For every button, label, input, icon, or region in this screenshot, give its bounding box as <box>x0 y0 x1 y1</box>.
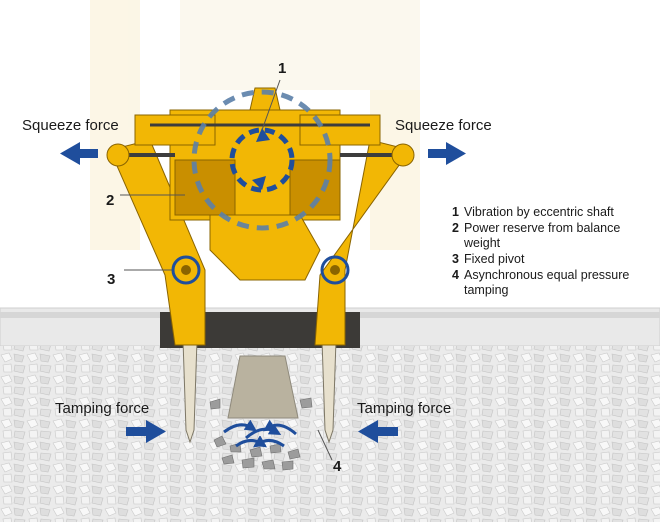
tamping-machine <box>107 88 414 345</box>
legend-item: 1 Vibration by eccentric shaft <box>452 205 657 220</box>
callout-3: 3 <box>107 271 115 288</box>
legend-item-number: 1 <box>452 205 464 220</box>
callout-2: 2 <box>106 192 114 209</box>
legend-item-text: Asynchronous equal pressure tamping <box>464 268 657 298</box>
tamping-force-left-label: Tamping force <box>55 400 149 417</box>
legend-item-number: 2 <box>452 221 464 251</box>
legend-item: 2 Power reserve from balance weight <box>452 221 657 251</box>
legend: 1 Vibration by eccentric shaft 2 Power r… <box>452 205 657 299</box>
legend-item-number: 4 <box>452 268 464 298</box>
legend-item-text: Power reserve from balance weight <box>464 221 657 251</box>
squeeze-force-right-label: Squeeze force <box>395 117 492 134</box>
legend-item-number: 3 <box>452 252 464 267</box>
legend-item: 3 Fixed pivot <box>452 252 657 267</box>
callout-1: 1 <box>278 60 286 77</box>
callout-4: 4 <box>333 458 341 475</box>
squeeze-force-left-label: Squeeze force <box>22 117 119 134</box>
legend-item-text: Fixed pivot <box>464 252 657 267</box>
tamping-force-right-label: Tamping force <box>357 400 451 417</box>
legend-item-text: Vibration by eccentric shaft <box>464 205 657 220</box>
legend-item: 4 Asynchronous equal pressure tamping <box>452 268 657 298</box>
squeeze-arrow-right <box>428 142 466 165</box>
